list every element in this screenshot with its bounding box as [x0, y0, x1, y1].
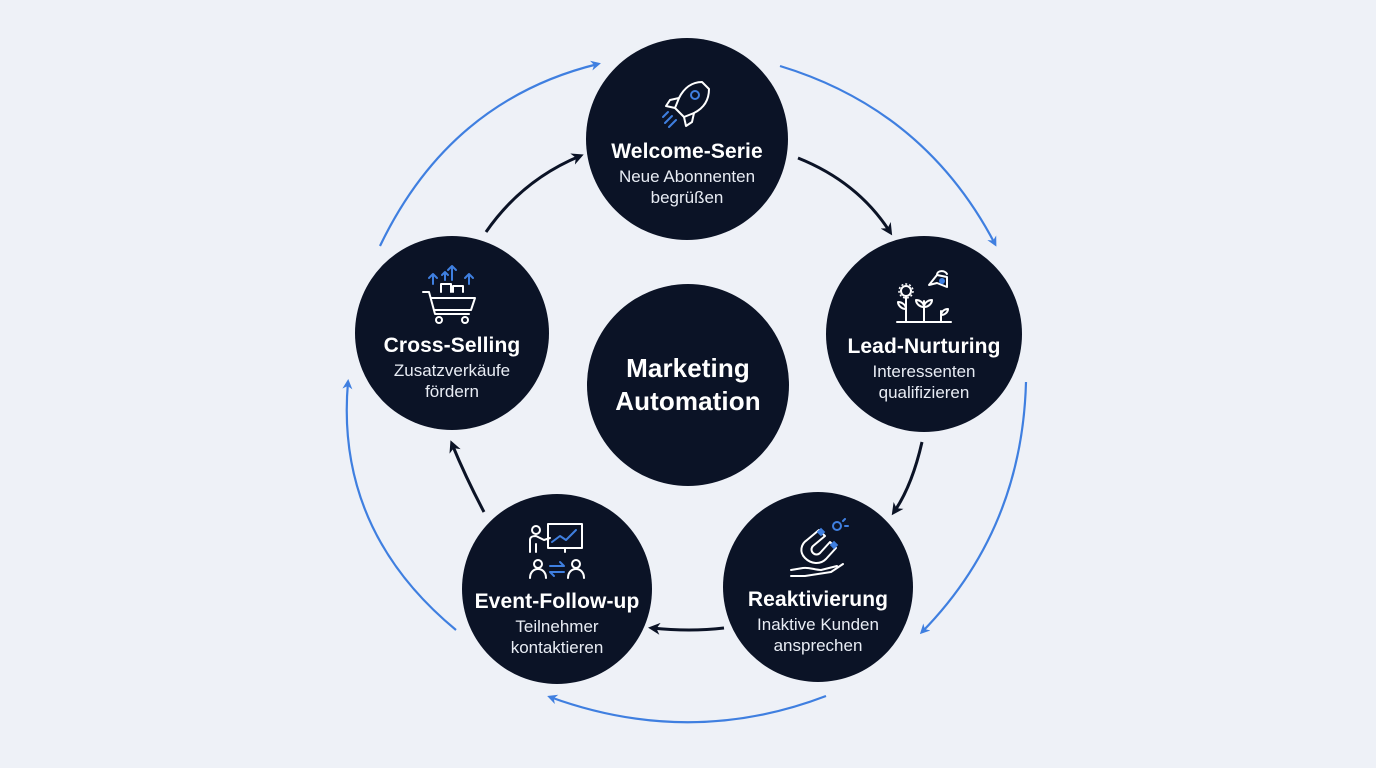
node-cross-selling: Cross-Selling Zusatzverkäufe fördern	[355, 236, 549, 430]
rocket-icon	[662, 81, 710, 128]
inner-arrow-cross-to-welcome	[484, 153, 584, 233]
outer-arrow-lead-to-reaktivierung	[919, 381, 1028, 635]
inner-cycle-arrows	[449, 153, 924, 635]
outer-arrow-reaktivierung-to-event	[547, 694, 827, 724]
node-title: Cross-Selling	[383, 334, 521, 357]
magnet-icon	[790, 518, 849, 577]
node-title: Welcome-Serie	[611, 140, 763, 163]
inner-arrow-welcome-to-lead	[797, 156, 893, 236]
node-reaktivierung: Reaktivierung Inaktive Kunden ansprechen	[723, 492, 913, 682]
node-welcome-serie: Welcome-Serie Neue Abonnenten begrüßen	[586, 38, 788, 240]
center-title: Marketing Automation	[615, 353, 761, 416]
node-subtitle: Teilnehmer kontaktieren	[510, 617, 604, 657]
node-subtitle: Interessenten qualifizieren	[872, 362, 976, 402]
presentation-icon	[529, 523, 585, 579]
growing-plants-icon	[896, 270, 952, 323]
node-subtitle: Inaktive Kunden ansprechen	[757, 615, 879, 655]
node-event-follow-up: Event-Follow-up Teilnehmer kontaktieren	[462, 494, 652, 684]
inner-arrow-reaktivierung-to-event	[648, 622, 725, 635]
node-subtitle: Zusatzverkäufe fördern	[393, 361, 511, 401]
inner-arrow-lead-to-reaktivierung	[891, 441, 924, 516]
node-lead-nurturing: Lead-Nurturing Interessenten qualifizier…	[826, 236, 1022, 432]
outer-cycle-arrows	[342, 60, 1028, 724]
node-title: Event-Follow-up	[474, 590, 640, 613]
outer-arrow-cross-to-welcome	[379, 60, 601, 247]
outer-arrow-welcome-to-lead	[779, 64, 997, 247]
node-title: Lead-Nurturing	[847, 335, 1001, 358]
shopping-cart-icon	[422, 265, 476, 324]
center-node: Marketing Automation	[587, 284, 789, 486]
node-title: Reaktivierung	[747, 588, 889, 611]
outer-arrow-event-to-cross	[342, 379, 457, 631]
inner-arrow-event-to-cross	[449, 440, 486, 513]
node-subtitle: Neue Abonnenten begrüßen	[618, 167, 756, 207]
